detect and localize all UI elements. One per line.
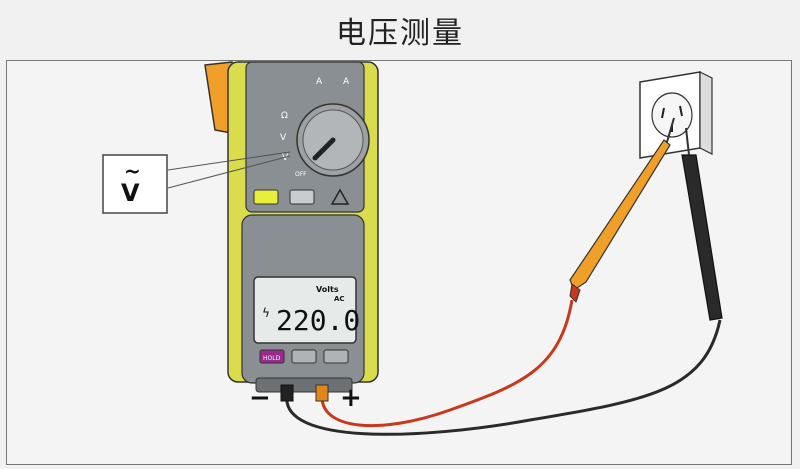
callout-leader-line — [167, 155, 291, 189]
callout-box — [102, 154, 168, 214]
yellow-button[interactable] — [253, 189, 279, 205]
dial-mark: V — [282, 153, 289, 163]
dial-mark: V — [280, 133, 287, 143]
positive-terminal-sign: + — [340, 383, 362, 413]
black-test-probe — [681, 154, 723, 321]
mode-label: AC — [334, 295, 345, 303]
positive-terminal[interactable] — [315, 384, 329, 402]
page-title: 电压测量 — [336, 16, 464, 51]
unit-label: Volts — [316, 285, 339, 294]
min-max-button[interactable] — [291, 349, 317, 364]
negative-terminal-sign: − — [249, 383, 271, 413]
dial-mark: OFF — [295, 171, 307, 178]
dial-mark: Ω — [281, 111, 288, 121]
red-test-lead-wire — [320, 299, 574, 428]
dial-pointer — [312, 137, 336, 161]
red-test-probe — [569, 139, 671, 291]
lcd-display — [253, 276, 357, 344]
zero-button[interactable] — [323, 349, 349, 364]
lightning-icon: ϟ — [262, 306, 270, 320]
mode-button[interactable] — [289, 189, 315, 205]
ac-symbol-icon: ~ — [124, 159, 141, 183]
hold-button-label: HOLD — [263, 355, 281, 362]
warning-icon — [330, 188, 350, 205]
clamp-meter: A A Ω V V OFF Volts AC ϟ 220.0 HOLD — [227, 61, 379, 402]
red-probe-tip — [666, 117, 675, 143]
dial-mark: A — [316, 77, 323, 87]
display-reading: 220.0 — [276, 304, 360, 337]
dial-mark: A — [343, 77, 350, 87]
black-test-lead-wire — [285, 319, 722, 436]
wall-outlet — [639, 71, 713, 159]
hold-button[interactable] — [259, 349, 285, 364]
callout-leader-line — [167, 151, 291, 171]
callout-voltage-label: V — [121, 179, 140, 207]
negative-terminal[interactable] — [280, 384, 294, 402]
black-probe-tip — [685, 127, 690, 156]
